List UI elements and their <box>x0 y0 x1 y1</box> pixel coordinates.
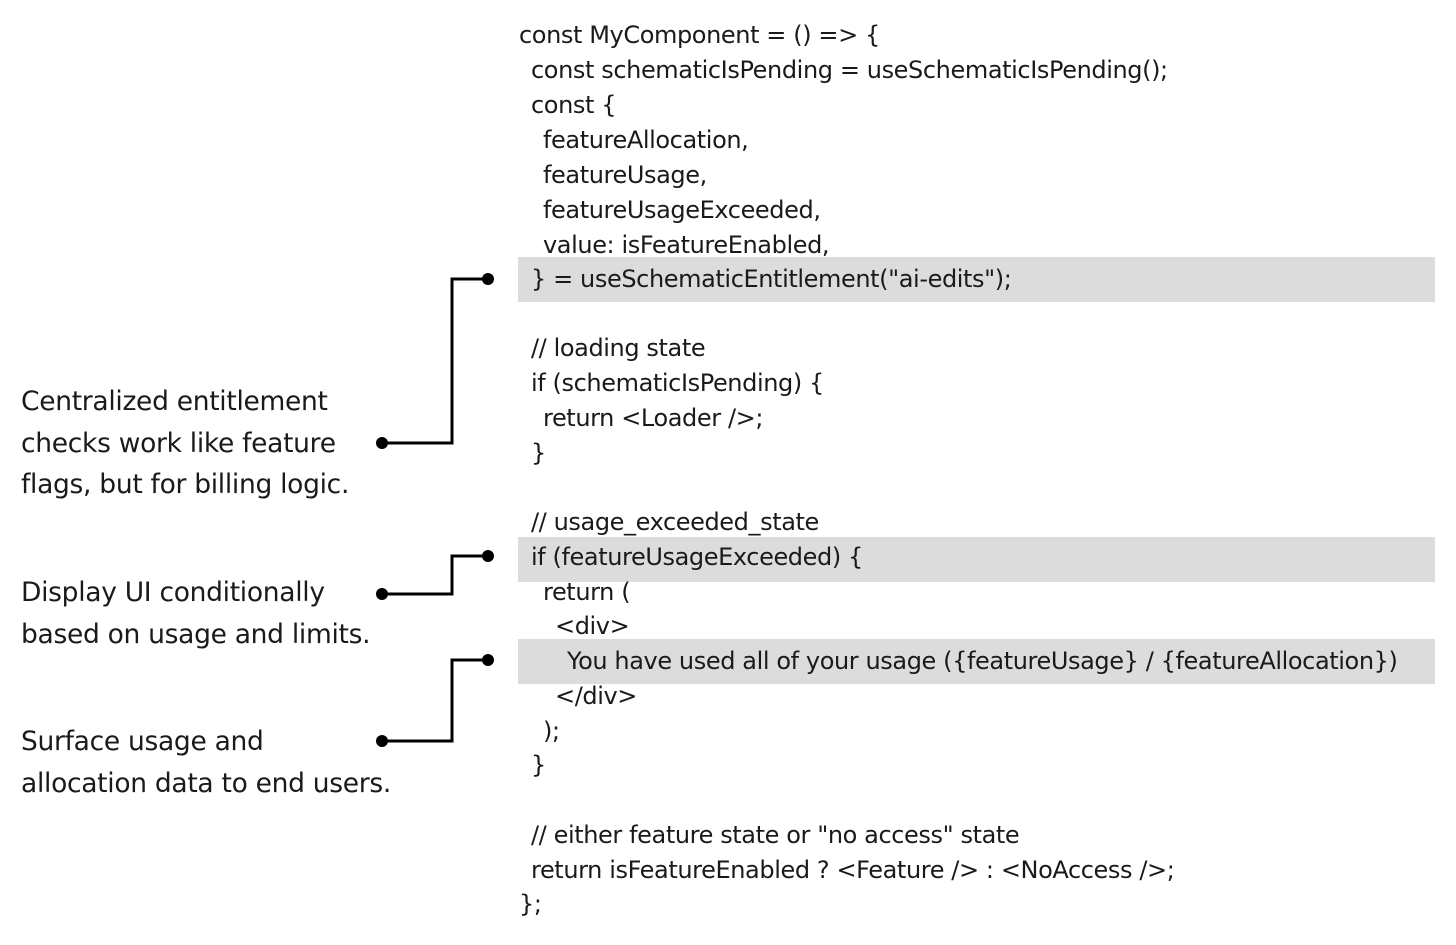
code-line: return ( <box>0 575 1456 610</box>
code-line: // loading state <box>0 331 1456 366</box>
code-line: const { <box>0 88 1456 123</box>
code-text: }; <box>519 890 542 918</box>
code-line: ); <box>0 714 1456 749</box>
annotation-line: Display UI conditionally <box>21 577 325 608</box>
code-line: } = useSchematicEntitlement("ai-edits"); <box>0 262 1456 297</box>
annotation-line: Surface usage and <box>21 726 264 757</box>
code-comment: // usage_exceeded_state <box>531 508 819 536</box>
code-text: const MyComponent = () => { <box>519 21 880 49</box>
code-line: const MyComponent = () => { <box>0 18 1456 53</box>
code-text: if (featureUsageExceeded) { <box>531 543 863 571</box>
code-text: featureAllocation, <box>543 126 749 154</box>
code-line: value: isFeatureEnabled, <box>0 228 1456 263</box>
code-text: const schematicIsPending = useSchematicI… <box>531 56 1168 84</box>
annotation-line: Centralized entitlement <box>21 386 328 417</box>
code-text: </div> <box>555 682 638 710</box>
connector-usage-message <box>376 654 494 747</box>
annotation-line: checks work like feature <box>21 427 336 459</box>
annotation-entitlement-checks: Centralized entitlement checks work like… <box>21 381 349 506</box>
code-text: return ( <box>543 578 631 606</box>
code-line: return <Loader />; <box>0 401 1456 436</box>
code-line: You have used all of your usage ({featur… <box>0 644 1456 679</box>
code-line: } <box>0 748 1456 783</box>
code-line: featureUsage, <box>0 158 1456 193</box>
code-text: } = useSchematicEntitlement("ai-edits"); <box>531 265 1012 293</box>
code-line: // usage_exceeded_state <box>0 505 1456 540</box>
code-line: featureAllocation, <box>0 123 1456 158</box>
code-line: featureUsageExceeded, <box>0 193 1456 228</box>
code-text: const { <box>531 91 617 119</box>
connector-dot <box>376 437 388 449</box>
connector-dot <box>376 735 388 747</box>
code-text: } <box>531 439 546 467</box>
connector-dot <box>482 550 494 562</box>
annotation-conditional-ui: Display UI conditionally based on usage … <box>21 572 371 655</box>
code-line: // either feature state or "no access" s… <box>0 818 1456 853</box>
code-text: return isFeatureEnabled ? <Feature /> : … <box>531 856 1175 884</box>
highlight-usage-message-line <box>518 639 1435 684</box>
highlight-entitlement-line <box>518 257 1435 302</box>
code-line: <div> <box>0 609 1456 644</box>
annotation-line: allocation data to end users. <box>21 767 391 799</box>
connector-entitlement <box>376 273 494 449</box>
code-text: <div> <box>555 612 630 640</box>
annotation-line: based on usage and limits. <box>21 618 371 650</box>
connector-dot <box>482 654 494 666</box>
code-line: }; <box>0 887 1456 922</box>
code-text: if (schematicIsPending) { <box>531 369 824 397</box>
code-text: You have used all of your usage ({featur… <box>567 647 1398 675</box>
code-text: } <box>531 751 546 779</box>
code-comment: // loading state <box>531 334 706 362</box>
code-text: return <Loader />; <box>543 404 764 432</box>
annotation-line: flags, but for billing logic. <box>21 469 350 500</box>
code-text: ); <box>543 717 560 745</box>
connector-usage-exceeded <box>376 550 494 600</box>
code-text: featureUsage, <box>543 161 707 189</box>
code-line: if (schematicIsPending) { <box>0 366 1456 401</box>
annotation-surface-usage: Surface usage and allocation data to end… <box>21 721 391 804</box>
code-comment: // either feature state or "no access" s… <box>531 821 1020 849</box>
highlight-usage-exceeded-line <box>518 537 1435 582</box>
code-line: </div> <box>0 679 1456 714</box>
connector-dot <box>376 588 388 600</box>
code-line: if (featureUsageExceeded) { <box>0 540 1456 575</box>
code-line: } <box>0 436 1456 471</box>
connector-dot <box>482 273 494 285</box>
code-text: featureUsageExceeded, <box>543 196 821 224</box>
code-line: const schematicIsPending = useSchematicI… <box>0 53 1456 88</box>
code-text: value: isFeatureEnabled, <box>543 231 830 259</box>
code-line: return isFeatureEnabled ? <Feature /> : … <box>0 853 1456 888</box>
